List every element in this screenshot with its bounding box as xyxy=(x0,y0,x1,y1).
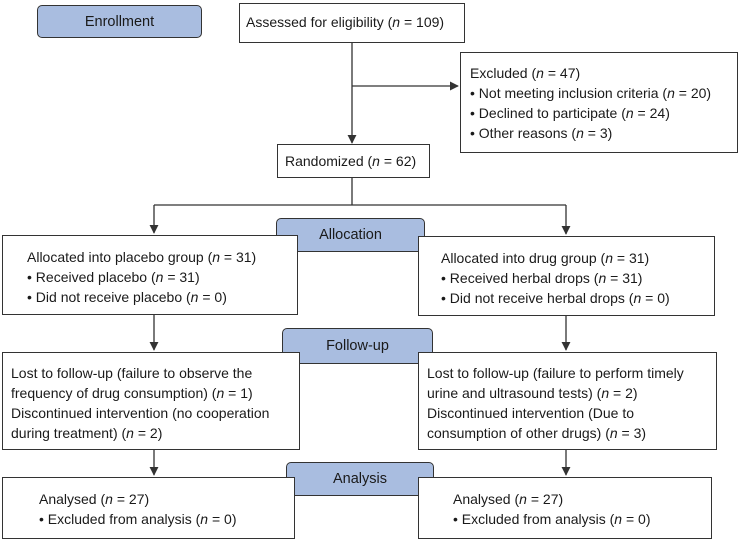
allocation-stage-label: Allocation xyxy=(276,218,425,252)
excluded-item: • Declined to participate (n = 24) xyxy=(470,105,670,121)
randomized-box: Randomized (n = 62) xyxy=(277,144,430,178)
placebo-followup-box: Lost to follow-up (failure to observe th… xyxy=(2,352,300,450)
placebo-allocation-item: • Received placebo (n = 31) xyxy=(27,269,200,285)
placebo-allocation-title: Allocated into placebo group (n = 31) xyxy=(27,249,257,265)
randomized-text: Randomized (n = 62) xyxy=(285,153,417,169)
allocation-stage-text: Allocation xyxy=(319,227,382,243)
assessed-text: Assessed for eligibility (n = 109) xyxy=(246,14,445,30)
drug-followup-line: consumption of other drugs) (n = 3) xyxy=(427,425,647,441)
enrollment-stage-label: Enrollment xyxy=(37,5,202,38)
excluded-item: • Other reasons (n = 3) xyxy=(470,125,613,141)
placebo-followup-line: Discontinued intervention (no cooperatio… xyxy=(11,405,270,421)
drug-allocation-item: • Received herbal drops (n = 31) xyxy=(441,270,643,286)
drug-allocation-box: Allocated into drug group (n = 31) • Rec… xyxy=(418,236,715,316)
placebo-followup-line: Lost to follow-up (failure to observe th… xyxy=(11,365,253,381)
placebo-analysis-item: • Excluded from analysis (n = 0) xyxy=(39,511,237,527)
analysis-stage-label: Analysis xyxy=(286,462,434,496)
drug-analysis-title: Analysed (n = 27) xyxy=(453,491,564,507)
drug-allocation-title: Allocated into drug group (n = 31) xyxy=(441,250,650,266)
placebo-allocation-box: Allocated into placebo group (n = 31) • … xyxy=(2,235,298,315)
placebo-followup-line: frequency of drug consumption) (n = 1) xyxy=(11,385,253,401)
excluded-title: Excluded (n = 47) xyxy=(470,65,581,81)
drug-allocation-item: • Did not receive herbal drops (n = 0) xyxy=(441,290,670,306)
followup-stage-text: Follow-up xyxy=(326,338,389,354)
followup-stage-label: Follow-up xyxy=(282,328,433,364)
placebo-analysis-title: Analysed (n = 27) xyxy=(39,491,150,507)
drug-followup-line: urine and ultrasound tests) (n = 2) xyxy=(427,385,638,401)
drug-followup-box: Lost to follow-up (failure to perform ti… xyxy=(418,352,717,450)
assessed-box: Assessed for eligibility (n = 109) xyxy=(239,3,465,43)
excluded-box: Excluded (n = 47) • Not meeting inclusio… xyxy=(460,52,738,153)
drug-followup-line: Discontinued intervention (Due to xyxy=(427,405,635,421)
drug-followup-line: Lost to follow-up (failure to perform ti… xyxy=(427,365,684,381)
placebo-analysis-box: Analysed (n = 27) • Excluded from analys… xyxy=(2,477,295,539)
placebo-followup-line: during treatment) (n = 2) xyxy=(11,425,163,441)
drug-analysis-item: • Excluded from analysis (n = 0) xyxy=(453,511,651,527)
drug-analysis-box: Analysed (n = 27) • Excluded from analys… xyxy=(418,477,712,539)
placebo-allocation-item: • Did not receive placebo (n = 0) xyxy=(27,289,227,305)
enrollment-stage-text: Enrollment xyxy=(84,13,155,30)
analysis-stage-text: Analysis xyxy=(333,471,387,487)
excluded-item: • Not meeting inclusion criteria (n = 20… xyxy=(470,85,712,101)
